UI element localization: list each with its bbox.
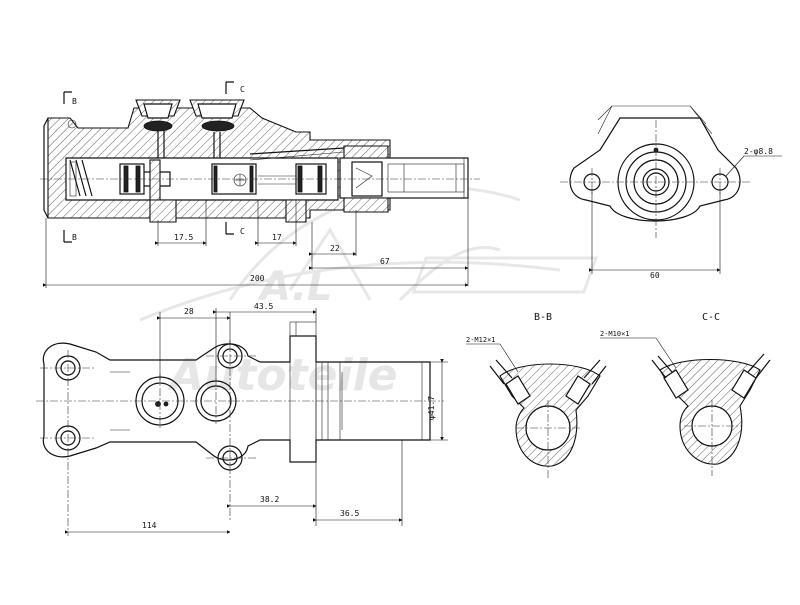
flange-end-view — [560, 105, 750, 238]
section-mark-c-top: C — [240, 85, 245, 94]
dim-43-5: 43.5 — [254, 302, 273, 311]
dim-17-5: 17.5 — [174, 233, 193, 242]
dim-17: 17 — [272, 233, 282, 242]
watermark-brand: Autoteile — [167, 350, 398, 401]
callout-holes: 2-φ8.8 — [744, 147, 773, 156]
dim-28: 28 — [184, 307, 194, 316]
dim-200: 200 — [250, 274, 265, 283]
section-mark-b-bottom: B — [72, 233, 77, 242]
dimensions-top-view: 17.5 17 22 67 200 — [43, 198, 469, 288]
section-mark-c-bottom: C — [240, 227, 245, 236]
section-cc-view: C-C 2-M10×1 — [600, 312, 771, 476]
dim-38-2: 38.2 — [260, 495, 279, 504]
callout-thread-c: 2-M10×1 — [600, 330, 630, 338]
watermark: Autoteile A.L — [139, 185, 599, 401]
flange-outline — [569, 117, 741, 222]
section-bb-title: B-B — [534, 312, 552, 323]
section-cc-title: C-C — [702, 312, 720, 323]
dim-60: 60 — [650, 271, 660, 280]
dim-22: 22 — [330, 244, 340, 253]
section-bb-view: B-B 2-M12×1 — [466, 312, 607, 478]
section-mark-b-top: B — [72, 97, 77, 106]
dim-36-5: 36.5 — [340, 509, 359, 518]
watermark-prefix: A.L — [257, 264, 332, 310]
dim-67: 67 — [380, 257, 390, 266]
dim-114: 114 — [142, 521, 157, 530]
callout-thread-b: 2-M12×1 — [466, 336, 496, 344]
dimensions-plan-view: 28 43.5 φ41.7 38.2 114 36.5 — [65, 302, 448, 534]
dim-41-7: φ41.7 — [427, 396, 436, 420]
dimensions-flange-view: 60 2-φ8.8 — [589, 147, 782, 280]
longitudinal-section-view — [40, 99, 480, 223]
section-marks-top-view: B B C C — [63, 81, 245, 243]
